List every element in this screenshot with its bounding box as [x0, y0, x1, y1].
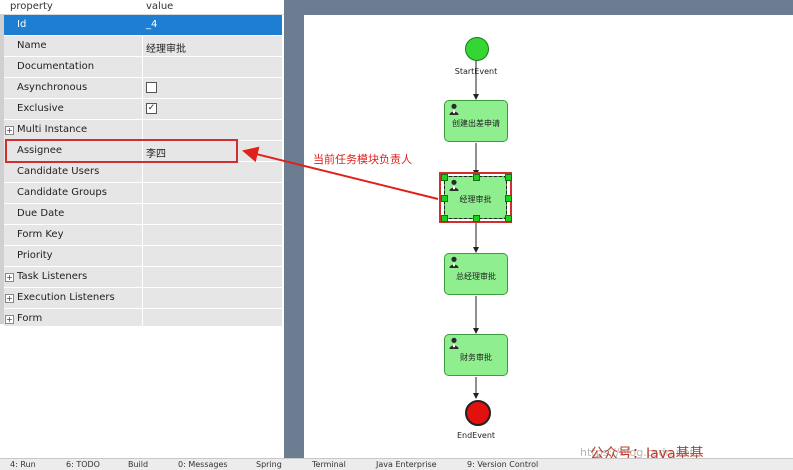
property-name: Due Date — [17, 208, 65, 219]
terminal-tab[interactable]: Terminal — [312, 460, 346, 469]
spring-tab[interactable]: Spring — [256, 460, 282, 469]
assignee-highlight-box — [5, 139, 238, 163]
expand-icon[interactable]: + — [5, 126, 14, 135]
properties-panel: property value Id _4 Name 经理审批 Documenta… — [0, 0, 284, 458]
start-event[interactable] — [465, 37, 489, 61]
property-row-execution-listeners[interactable]: + Execution Listeners — [4, 288, 282, 309]
user-task-icon — [449, 337, 459, 349]
property-name: Assignee — [17, 145, 63, 156]
java-enterprise-tab[interactable]: Java Enterprise — [376, 460, 437, 469]
tool-window-bar: 4: Run 6: TODO Build 0: Messages Spring … — [0, 458, 793, 470]
resize-handle[interactable] — [441, 195, 448, 202]
task-gm-approval[interactable]: 总经理审批 — [444, 253, 508, 295]
task-create-trip-request[interactable]: 创建出差申请 — [444, 100, 508, 142]
property-name: Name — [17, 40, 47, 51]
properties-header: property value — [0, 0, 284, 15]
selection-dashed-outline — [444, 176, 507, 219]
property-name: Documentation — [17, 61, 95, 72]
todo-tab[interactable]: 6: TODO — [66, 460, 100, 469]
property-name: Exclusive — [17, 103, 64, 114]
resize-handle[interactable] — [505, 215, 512, 222]
property-row-due-date[interactable]: Due Date — [4, 204, 282, 225]
property-name: Id — [17, 19, 27, 30]
table-left-border — [0, 14, 4, 324]
task-label: 总经理审批 — [456, 272, 496, 281]
end-event[interactable] — [465, 400, 491, 426]
table-empty-area — [0, 326, 284, 458]
property-row-exclusive[interactable]: Exclusive ✓ — [4, 99, 282, 120]
property-name: Form — [17, 313, 43, 324]
property-name: Asynchronous — [17, 82, 88, 93]
expand-icon[interactable]: + — [5, 315, 14, 324]
task-label: 财务审批 — [460, 353, 492, 362]
resize-handle[interactable] — [473, 174, 480, 181]
property-value[interactable]: _4 — [146, 19, 158, 30]
resize-handle[interactable] — [473, 215, 480, 222]
task-label: 创建出差申请 — [452, 119, 500, 128]
property-row-id[interactable]: Id _4 — [4, 15, 282, 36]
property-value[interactable]: 李四 — [146, 149, 166, 160]
start-event-label: StartEvent — [454, 67, 498, 76]
property-row-form[interactable]: + Form — [4, 309, 282, 330]
expand-icon[interactable]: + — [5, 273, 14, 282]
task-finance-approval[interactable]: 财务审批 — [444, 334, 508, 376]
annotation-arrow — [242, 146, 439, 200]
version-control-tab[interactable]: 9: Version Control — [467, 460, 539, 469]
resize-handle[interactable] — [505, 195, 512, 202]
property-column-header: property — [10, 1, 53, 12]
property-name: Priority — [17, 250, 53, 261]
property-row-candidate-groups[interactable]: Candidate Groups — [4, 183, 282, 204]
property-value[interactable]: 经理审批 — [146, 44, 186, 55]
task-label: 经理审批 — [459, 195, 492, 204]
end-event-label: EndEvent — [456, 431, 496, 440]
property-row-candidate-users[interactable]: Candidate Users — [4, 162, 282, 183]
resize-handle[interactable] — [505, 174, 512, 181]
resize-handle[interactable] — [441, 215, 448, 222]
annotation-text: 当前任务模块负责人 — [313, 153, 412, 166]
property-row-form-key[interactable]: Form Key — [4, 225, 282, 246]
user-task-icon — [449, 103, 459, 115]
resize-handle[interactable] — [441, 174, 448, 181]
user-task-icon — [449, 179, 459, 191]
property-row-name[interactable]: Name 经理审批 — [4, 36, 282, 57]
expand-icon[interactable]: + — [5, 294, 14, 303]
property-name: Task Listeners — [17, 271, 88, 282]
run-tab[interactable]: 4: Run — [10, 460, 36, 469]
user-task-icon — [449, 256, 459, 268]
property-row-documentation[interactable]: Documentation — [4, 57, 282, 78]
task-manager-approval[interactable]: 经理审批 — [444, 176, 507, 219]
property-name: Multi Instance — [17, 124, 88, 135]
property-row-asynchronous[interactable]: Asynchronous — [4, 78, 282, 99]
exclusive-checkbox[interactable]: ✓ — [146, 103, 157, 114]
property-row-priority[interactable]: Priority — [4, 246, 282, 267]
property-name: Candidate Groups — [17, 187, 107, 198]
property-name: Execution Listeners — [17, 292, 115, 303]
diagram-canvas[interactable] — [304, 15, 793, 458]
watermark-url: https://blog.csdn.net — [580, 446, 694, 459]
property-row-task-listeners[interactable]: + Task Listeners — [4, 267, 282, 288]
build-tab[interactable]: Build — [128, 460, 149, 469]
value-column-header: value — [146, 1, 174, 12]
asynchronous-checkbox[interactable] — [146, 82, 157, 93]
property-name: Candidate Users — [17, 166, 100, 177]
messages-tab[interactable]: 0: Messages — [178, 460, 228, 469]
property-name: Form Key — [17, 229, 64, 240]
